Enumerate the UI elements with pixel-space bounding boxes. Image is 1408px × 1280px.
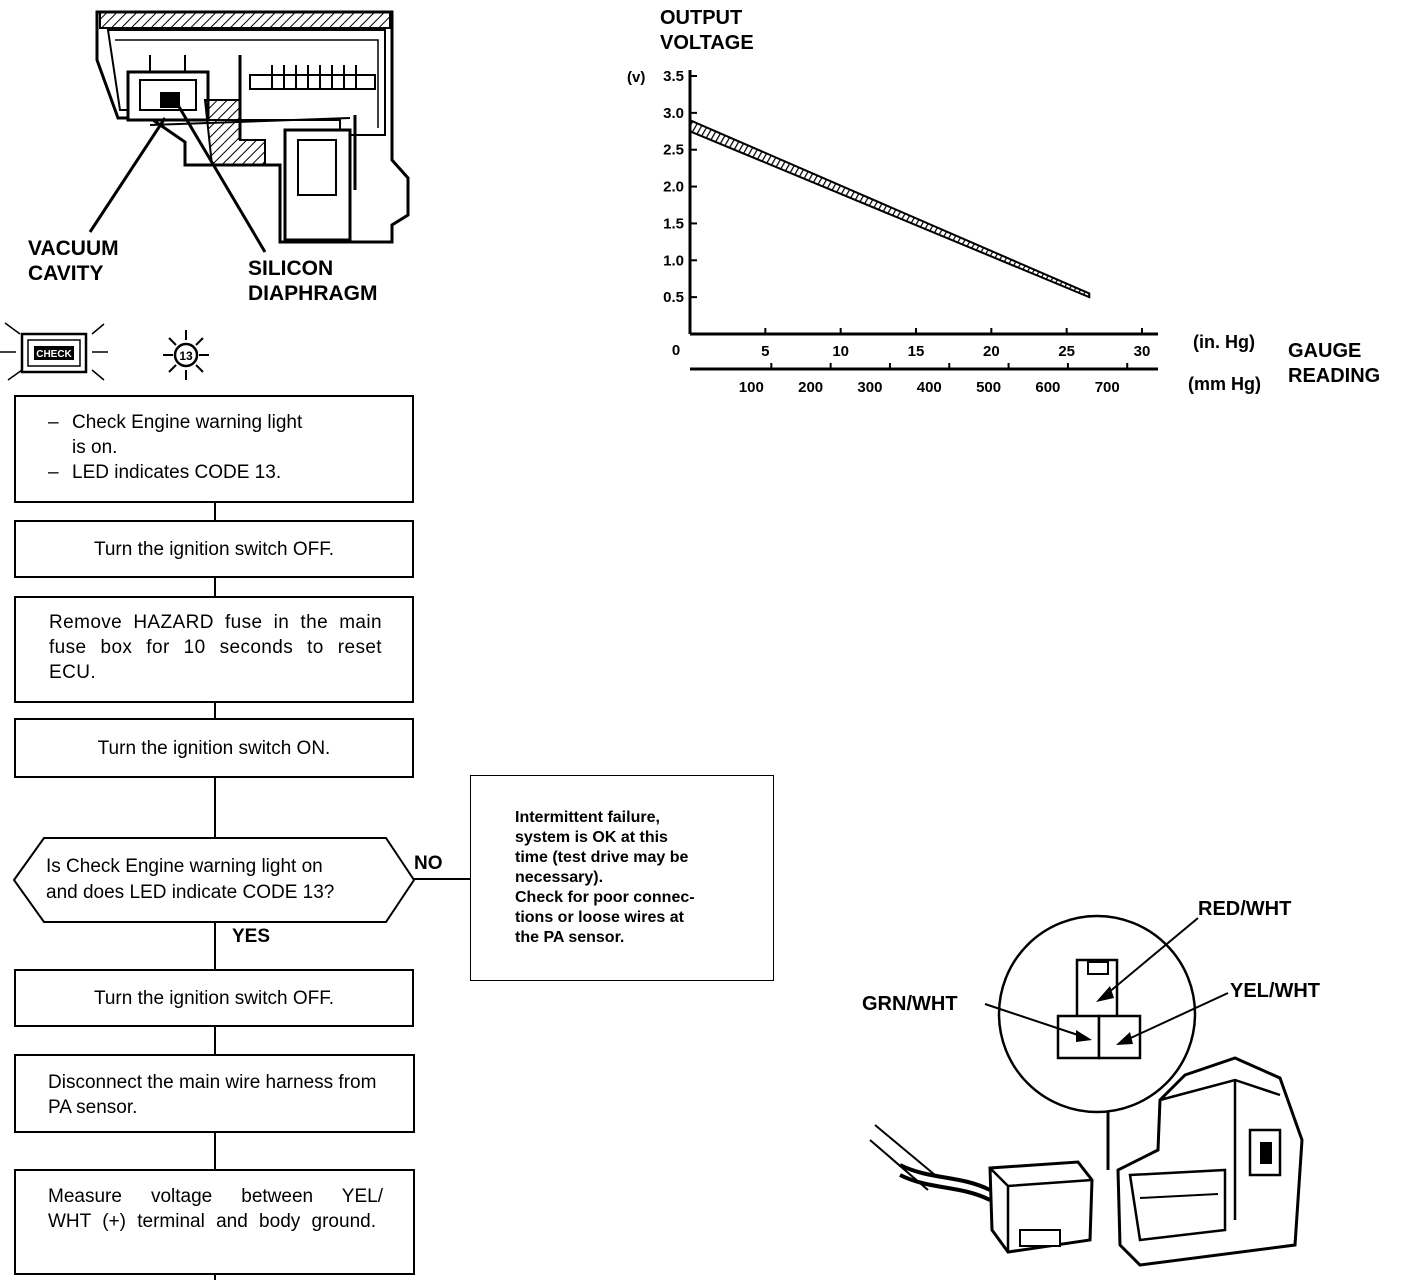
step-ignition-on-box: Turn the ignition switch ON. <box>14 718 414 778</box>
x-unit-mmhg: (mm Hg) <box>1188 374 1261 394</box>
y-tick-label: 1.5 <box>663 215 684 232</box>
x-tick-label-inhg: 30 <box>1134 343 1151 360</box>
flow-connector <box>214 578 216 596</box>
decision-diamond <box>12 837 471 923</box>
x-tick-label-mmhg: 200 <box>798 379 823 396</box>
step-ignition-off-2-text: Turn the ignition switch OFF. <box>93 987 335 1009</box>
flow-connector <box>214 920 216 970</box>
symptom-box: –Check Engine warning light is on. –LED … <box>14 395 414 503</box>
step-ignition-off-box: Turn the ignition switch OFF. <box>14 520 414 578</box>
pa-sensor-connector-drawing <box>869 914 1304 1267</box>
flow-connector <box>214 702 216 718</box>
x-tick-label-inhg: 10 <box>832 343 849 360</box>
y-tick-label: 2.5 <box>663 142 684 159</box>
x-tick-label-mmhg: 300 <box>857 379 882 396</box>
step-ignition-on-text: Turn the ignition switch ON. <box>97 737 331 759</box>
vacuum-cavity-label: VACUUM CAVITY <box>28 237 119 285</box>
step-measure-voltage-box: Measure voltage between YEL/ WHT (+) ter… <box>14 1169 415 1275</box>
x-tick-label-inhg: 20 <box>983 343 1000 360</box>
symptom-line-2: is on. <box>72 437 118 458</box>
x-tick-label-inhg: 25 <box>1058 343 1075 360</box>
code-13-led-icon: 13 <box>163 330 209 380</box>
chart-ylabel: OUTPUT VOLTAGE <box>660 7 754 54</box>
y-tick-label: 3.0 <box>663 105 684 122</box>
step-remove-fuse-box: Remove HAZARD fuse in the main fuse box … <box>14 596 414 703</box>
silicon-diaphragm-label: SILICON DIAPHRAGM <box>248 257 378 305</box>
flow-connector <box>214 1274 216 1280</box>
flow-connector <box>214 1027 216 1055</box>
y-unit-label: (v) <box>627 69 645 86</box>
red-wht-wire-label: RED/WHT <box>1198 898 1292 920</box>
y-tick-label: 2.0 <box>663 179 684 196</box>
check-engine-lamp-icon: CHECK <box>0 322 108 381</box>
x-tick-label-mmhg: 400 <box>917 379 942 396</box>
x-tick-label-inhg: 15 <box>908 343 925 360</box>
step-disconnect-harness-text: Disconnect the main wire harness from PA… <box>48 1072 377 1118</box>
x-tick-label-mmhg: 700 <box>1095 379 1120 396</box>
step-remove-fuse-text: Remove HAZARD fuse in the main fuse box … <box>49 612 382 683</box>
x-tick-label-inhg: 5 <box>761 343 769 360</box>
step-ignition-off-text: Turn the ignition switch OFF. <box>93 538 335 560</box>
step-ignition-off-2-box: Turn the ignition switch OFF. <box>14 969 414 1027</box>
step-disconnect-harness-box: Disconnect the main wire harness from PA… <box>14 1054 415 1133</box>
code-icon-text: 13 <box>179 349 193 363</box>
symptom-line-1: –Check Engine warning light <box>48 412 303 433</box>
x-tick-label-mmhg: 600 <box>1035 379 1060 396</box>
voltage-vs-pressure-chart: 3.5 3.0 2.5 2.0 1.5 1.0 0.5 (v) 0 5 10 15 20 25 30 100 2… <box>627 68 1158 396</box>
flow-connector <box>214 502 216 520</box>
grn-wht-wire-label: GRN/WHT <box>862 993 958 1015</box>
yel-wht-wire-label: YEL/WHT <box>1230 980 1320 1002</box>
x-tick-label-mmhg: 100 <box>739 379 764 396</box>
intermittent-failure-box: Intermittent failure, system is OK at th… <box>470 775 774 981</box>
yes-branch-label: YES <box>232 926 271 947</box>
y-tick-label: 0.5 <box>663 289 684 306</box>
decision-question: Is Check Engine warning light on and doe… <box>46 856 335 903</box>
flow-connector <box>214 777 216 837</box>
x-unit-inhg: (in. Hg) <box>1193 332 1255 352</box>
chart-xlabel: GAUGE READING <box>1288 340 1381 387</box>
x-tick-label-mmhg: 500 <box>976 379 1001 396</box>
flow-connector <box>214 1132 216 1170</box>
symptom-line-3: –LED indicates CODE 13. <box>48 462 282 483</box>
step-measure-voltage-text: Measure voltage between YEL/ WHT (+) ter… <box>48 1186 383 1232</box>
pa-sensor-cutaway-drawing <box>88 10 410 253</box>
voltage-band <box>689 118 1091 299</box>
origin-label: 0 <box>672 342 680 359</box>
y-tick-label: 3.5 <box>663 68 684 85</box>
no-branch-label: NO <box>414 853 443 874</box>
y-tick-label: 1.0 <box>663 252 684 269</box>
check-lamp-text: CHECK <box>36 349 72 360</box>
